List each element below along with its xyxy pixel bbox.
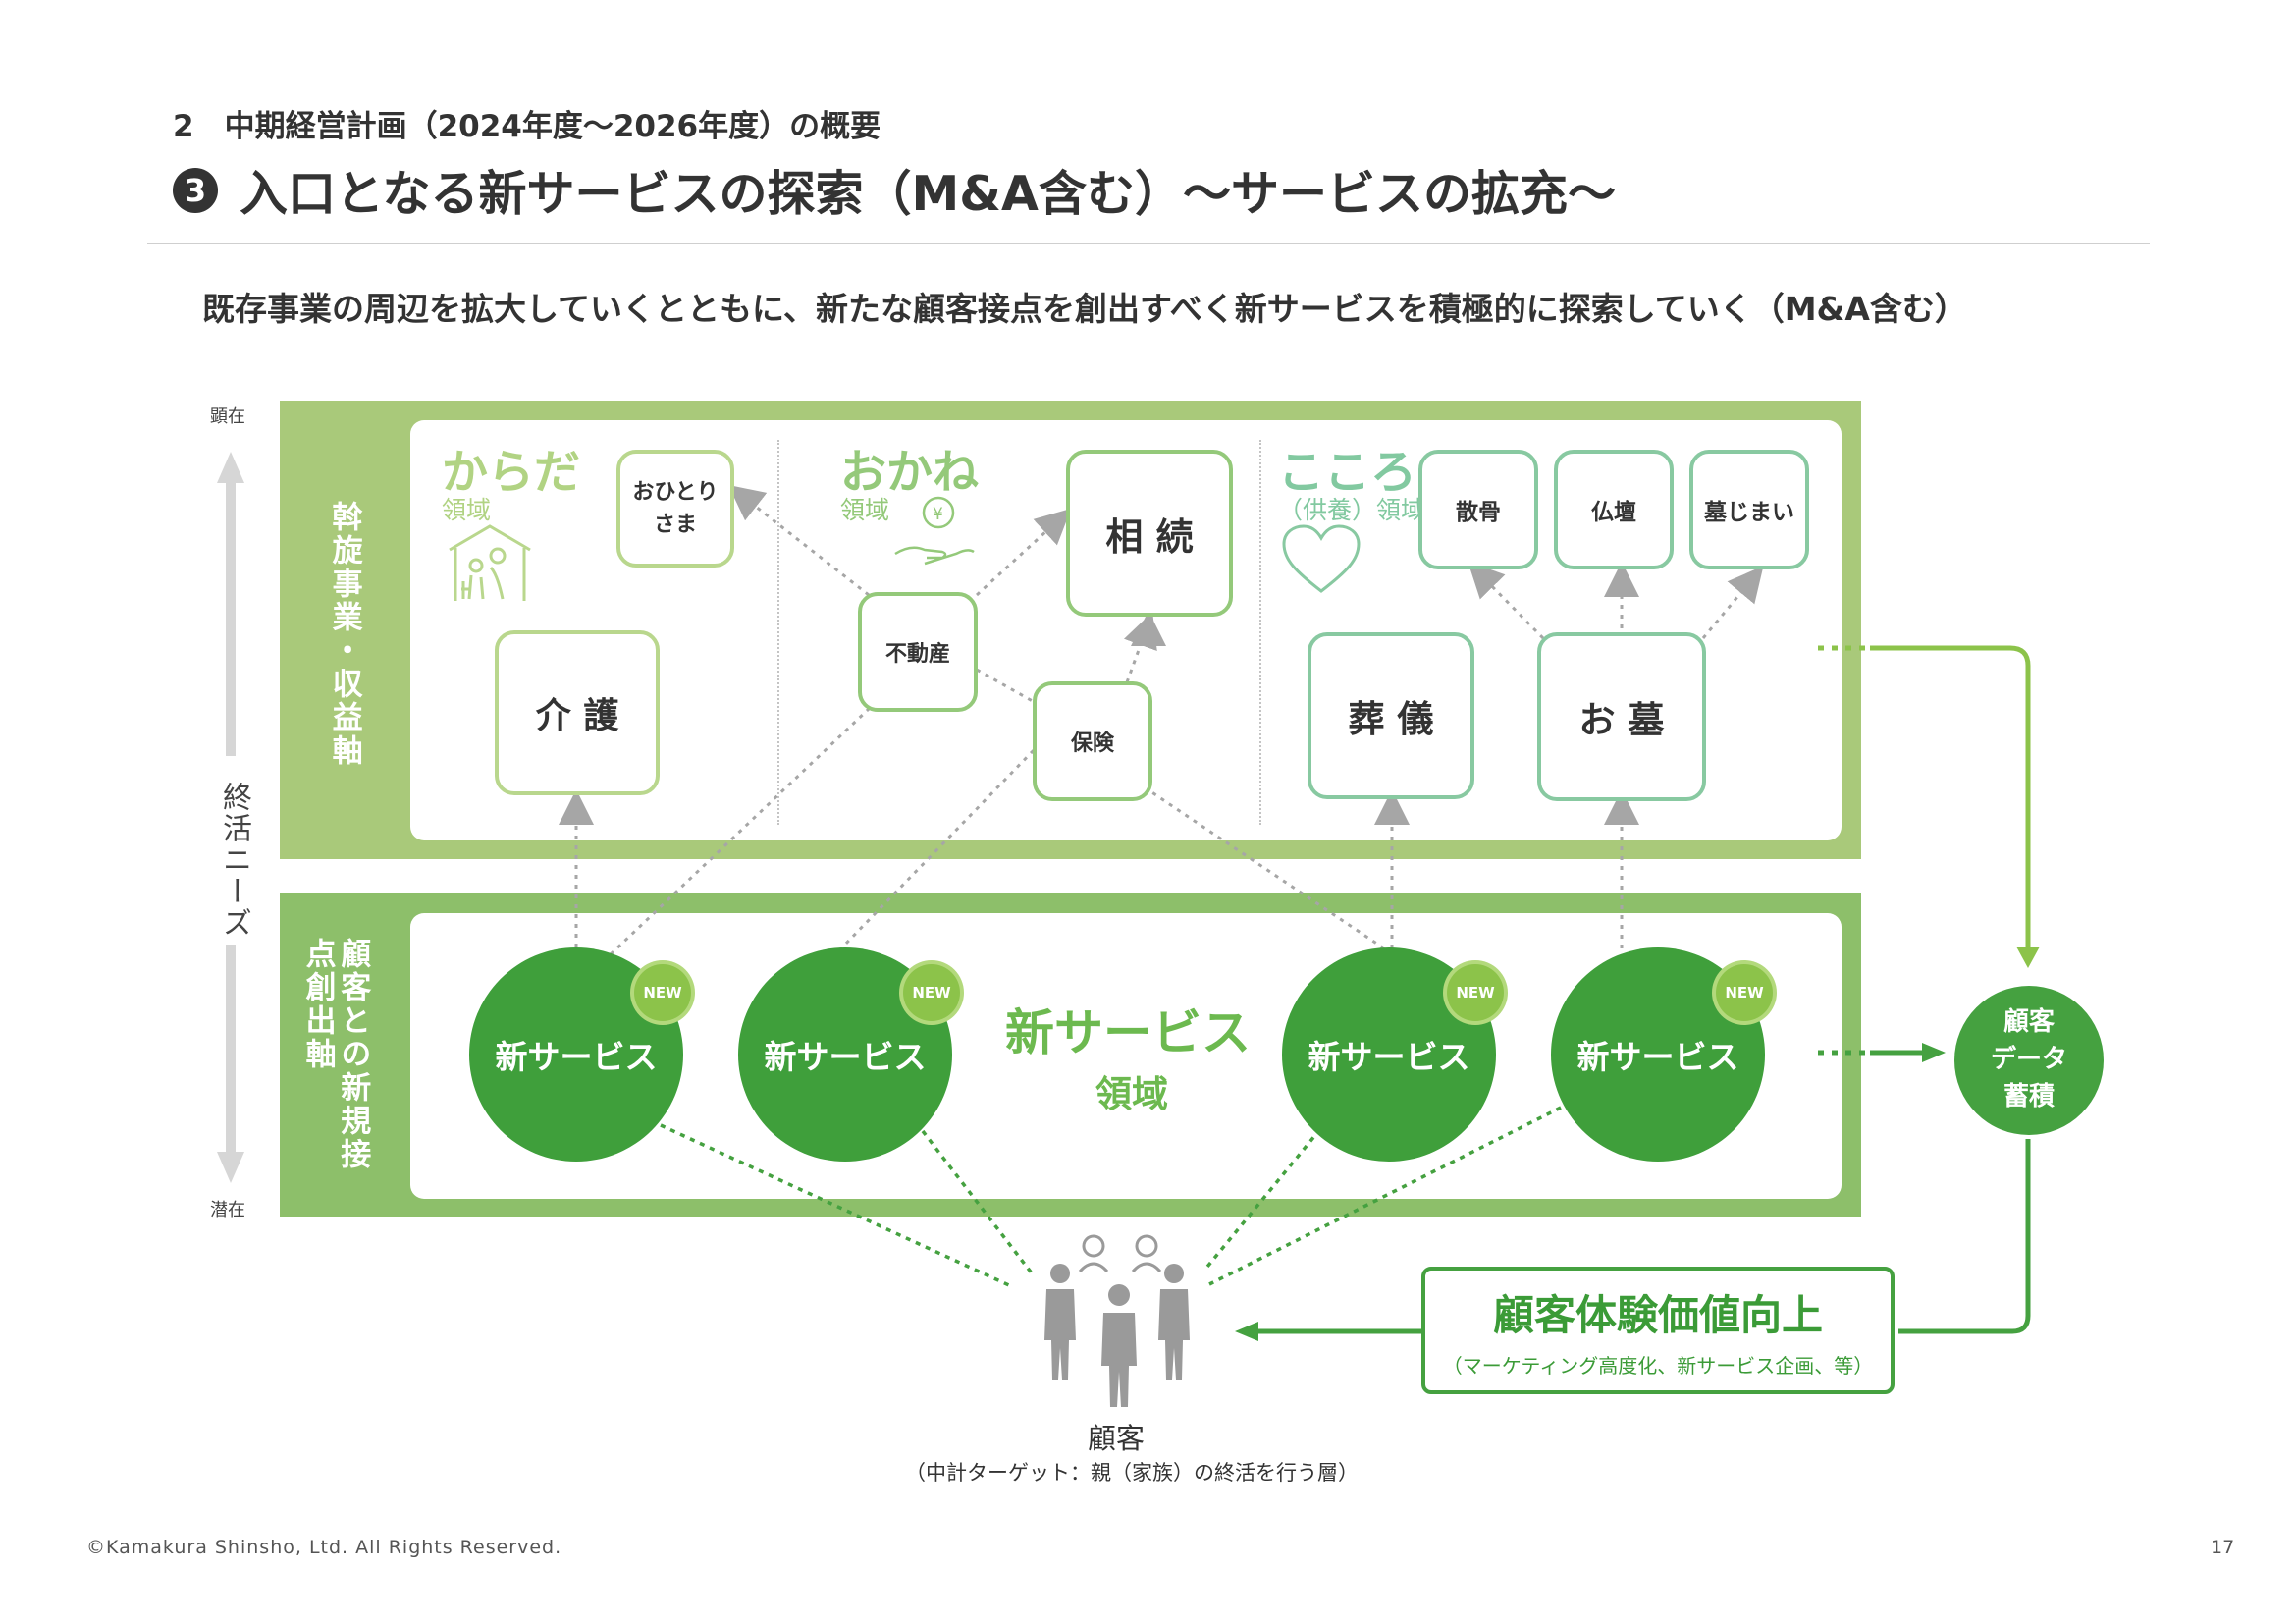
heart-icon [1282, 524, 1361, 593]
service-sankotsu: 散骨 [1418, 450, 1538, 569]
title-divider [147, 243, 2150, 244]
service-hakajimai-label: 墓じまい [1704, 500, 1794, 525]
scale-bottom-label: 潜在 [210, 1200, 245, 1220]
lead-text: 既存事業の周辺を拡大していくとともに、新たな顧客接点を創出すべく新サービスを積極… [202, 290, 1967, 328]
care-house-icon [449, 524, 531, 601]
service-hoken: 保険 [1033, 681, 1152, 801]
service-souzoku: 相 続 [1066, 450, 1233, 617]
customer-experience-sub: （マーケティング高度化、新サービス企画、等） [1442, 1354, 1874, 1378]
page-number: 17 [2211, 1537, 2235, 1558]
service-souzoku-label: 相 続 [1105, 514, 1194, 559]
needs-scale-arrow [217, 452, 244, 1183]
domain-kokoro-sub: （供養）領域 [1278, 496, 1426, 524]
domain-okane-sub: 領域 [840, 496, 890, 524]
customer-label: 顧客 [1088, 1422, 1146, 1455]
domain-divider-1 [777, 440, 779, 825]
new-service-domain-title: 新サービス [1005, 1004, 1251, 1061]
breadcrumb: 2 中期経営計画（2024年度〜2026年度）の概要 [173, 109, 881, 144]
yen-glyph: ¥ [933, 505, 943, 524]
new-service-label: 新サービス [1576, 1038, 1739, 1076]
lower-axis-label: 顧客との新規接点創出軸 [299, 938, 371, 1171]
customers-icon [1044, 1234, 1190, 1407]
new-badge-3: NEW [1447, 964, 1504, 1021]
domain-okane-title: おかね [840, 446, 979, 500]
copyright: ©Kamakura Shinsho, Ltd. All Rights Reser… [86, 1537, 562, 1558]
new-service-label: 新サービス [1308, 1038, 1470, 1076]
service-butsudan-label: 仏壇 [1591, 500, 1636, 525]
new-service-domain-sub: 領域 [1095, 1073, 1168, 1115]
upper-axis-label: 斡旋事業・収益軸 [326, 501, 362, 768]
title-number-badge: 3 [173, 167, 218, 213]
new-badge-1: NEW [634, 964, 691, 1021]
service-butsudan: 仏壇 [1554, 450, 1674, 569]
title-text: 入口となる新サービスの探索（M&A含む）〜サービスの拡充〜 [240, 166, 1616, 222]
page-title: 3 入口となる新サービスの探索（M&A含む）〜サービスの拡充〜 [173, 155, 1616, 225]
service-ohitorisama-label-1: おひとり [632, 480, 719, 505]
data-store-line-3: 蓄積 [2002, 1081, 2055, 1111]
service-ohitorisama: おひとり さま [616, 450, 734, 568]
new-badge-4: NEW [1716, 964, 1773, 1021]
domain-divider-2 [1259, 440, 1261, 825]
service-sougi-label: 葬 儀 [1348, 698, 1434, 740]
new-service-label: 新サービス [495, 1038, 658, 1076]
service-sougi: 葬 儀 [1308, 632, 1474, 799]
service-fudosan-label: 不動産 [884, 642, 950, 667]
domain-karada-title: からだ [442, 446, 580, 500]
data-store-line-2: データ [1990, 1045, 2067, 1075]
service-kaigo: 介 護 [495, 630, 660, 795]
customer-target-note: （中計ターゲット：親（家族）の終活を行う層） [905, 1461, 1359, 1485]
service-ohaka: お 墓 [1537, 632, 1706, 801]
new-badge-2: NEW [903, 964, 960, 1021]
service-hoken-label: 保険 [1070, 731, 1114, 756]
service-hakajimai: 墓じまい [1689, 450, 1809, 569]
service-sankotsu-label: 散骨 [1456, 500, 1501, 525]
money-hand-icon: ¥ [894, 496, 975, 566]
customer-experience-title: 顧客体験価値向上 [1492, 1291, 1823, 1339]
service-ohaka-label: お 墓 [1578, 699, 1665, 741]
new-service-label: 新サービス [764, 1038, 927, 1076]
customer-data-store: 顧客 データ 蓄積 [1954, 986, 2104, 1135]
domain-kokoro-title: こころ [1278, 446, 1416, 500]
service-ohitorisama-label-2: さま [653, 513, 697, 537]
scale-middle-label: 終活ニーズ [212, 776, 255, 945]
service-kaigo-label: 介 護 [535, 696, 619, 736]
data-store-line-1: 顧客 [2002, 1007, 2055, 1038]
domain-karada-sub: 領域 [442, 496, 492, 524]
service-fudosan: 不動産 [858, 592, 978, 712]
customer-experience-box: 顧客体験価値向上 （マーケティング高度化、新サービス企画、等） [1421, 1267, 1895, 1394]
scale-top-label: 顕在 [210, 406, 245, 427]
